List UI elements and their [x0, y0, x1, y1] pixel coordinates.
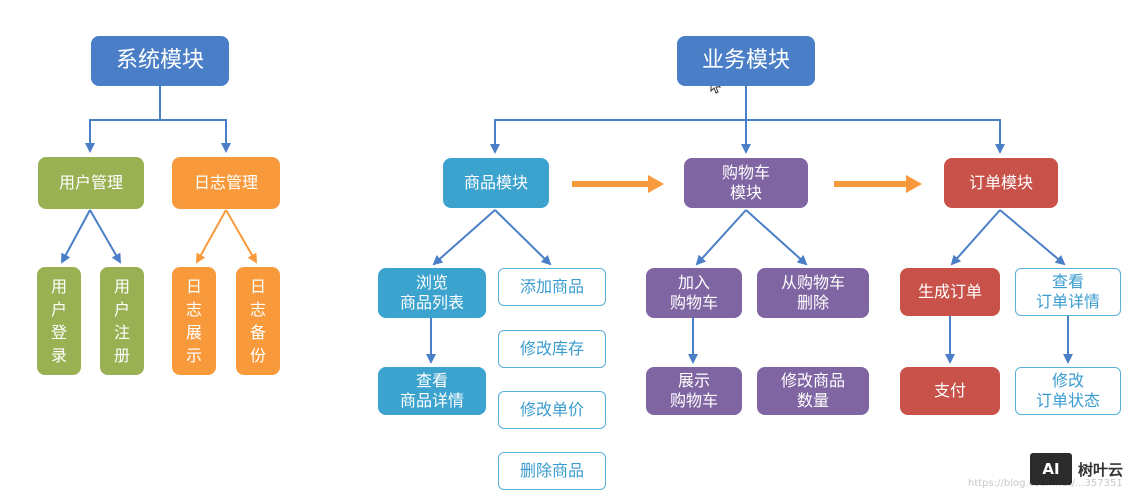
- user-register-node: 用 户 注 册: [100, 267, 144, 375]
- connector-log-mgmt-to-show: [196, 209, 227, 264]
- modify-stock-node: 修改库存: [498, 330, 606, 368]
- add-to-cart-node: 加入 购物车: [646, 268, 742, 318]
- order-module-node: 订单模块: [944, 158, 1058, 208]
- log-show-node: 日 志 展 示: [172, 267, 216, 375]
- connector-user-mgmt-to-register: [89, 209, 121, 264]
- create-order-node: 生成订单: [900, 268, 1000, 316]
- business-module-node: 业务模块: [677, 36, 815, 86]
- modify-order-status-node: 修改 订单状态: [1015, 367, 1121, 415]
- connector-system-to-log-mgmt: [160, 119, 231, 153]
- log-management-node: 日志管理: [172, 157, 280, 209]
- flow-arrowhead-goods-to-cart: [648, 175, 664, 193]
- view-order-detail-node: 查看 订单详情: [1015, 268, 1121, 316]
- add-goods-node: 添加商品: [498, 268, 606, 306]
- system-module-node: 系统模块: [91, 36, 229, 86]
- delete-goods-node: 删除商品: [498, 452, 606, 490]
- browse-goods-node: 浏览 商品列表: [378, 268, 486, 318]
- connector-order-to-view: [999, 209, 1066, 266]
- user-login-node: 用 户 登 录: [37, 267, 81, 375]
- connector-user-mgmt-to-login: [61, 209, 91, 264]
- cart-module-node: 购物车 模块: [684, 158, 808, 208]
- connector-log-mgmt-to-backup: [225, 209, 257, 264]
- watermark-logo-icon: AI: [1030, 453, 1072, 485]
- connector-system-to-user-mgmt: [85, 86, 161, 153]
- modify-quantity-node: 修改商品 数量: [757, 367, 869, 415]
- connector-cart-to-remove: [745, 209, 808, 266]
- pay-node: 支付: [900, 367, 1000, 415]
- connector-cart-to-add: [695, 209, 747, 266]
- watermark-name: 树叶云: [1078, 460, 1124, 479]
- show-cart-node: 展示 购物车: [646, 367, 742, 415]
- view-goods-detail-node: 查看 商品详情: [378, 367, 486, 415]
- connector-goods-to-add: [494, 209, 552, 266]
- watermark: AI 树叶云: [1030, 452, 1123, 486]
- flow-arrowhead-cart-to-order: [906, 175, 922, 193]
- goods-module-node: 商品模块: [443, 158, 549, 208]
- connector-business-to-order: [746, 119, 1005, 154]
- connector-goods-to-browse: [432, 209, 496, 266]
- connector-order-to-create: [950, 209, 1001, 266]
- connector-business-to-goods: [490, 86, 747, 154]
- user-management-node: 用户管理: [38, 157, 144, 209]
- log-backup-node: 日 志 备 份: [236, 267, 280, 375]
- remove-from-cart-node: 从购物车 删除: [757, 268, 869, 318]
- modify-price-node: 修改单价: [498, 391, 606, 429]
